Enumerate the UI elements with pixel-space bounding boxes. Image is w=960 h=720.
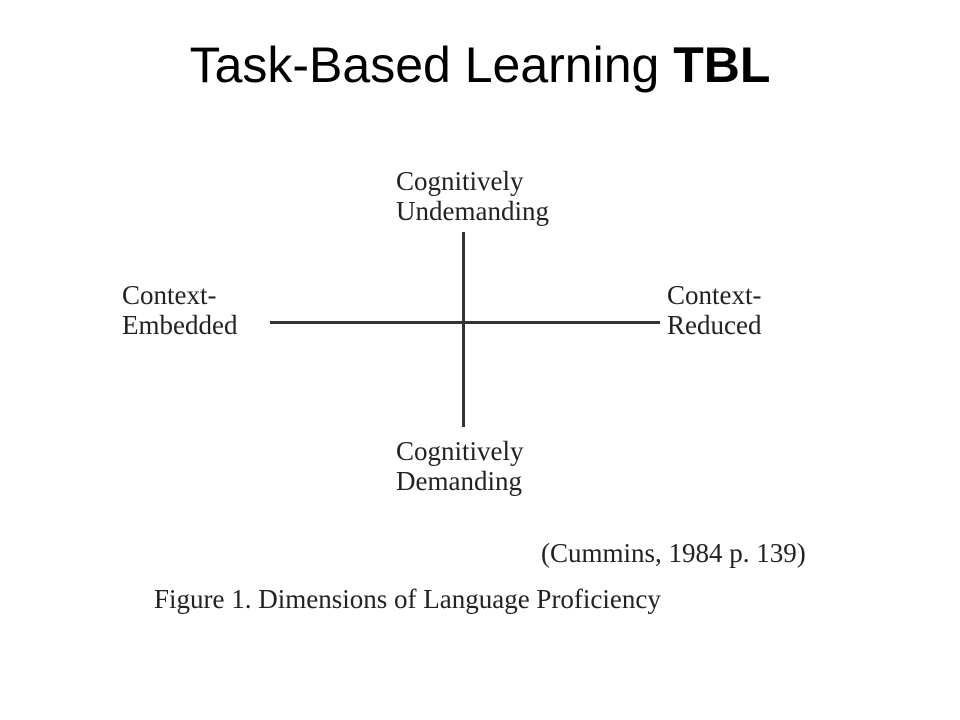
slide-title-bold: TBL (673, 37, 771, 93)
bottom-label-line-1: Cognitively (396, 436, 524, 466)
left-label: Context- Embedded (122, 280, 237, 340)
top-label-line-1: Cognitively (396, 166, 524, 196)
bottom-label: Cognitively Demanding (396, 436, 524, 496)
right-label-line-1: Context- (667, 280, 762, 310)
slide-title-regular: Task-Based Learning (189, 37, 674, 93)
right-label-line-2: Reduced (667, 310, 762, 340)
bottom-label-line-2: Demanding (396, 466, 522, 496)
horizontal-axis-line (270, 321, 660, 324)
figure-caption: Figure 1. Dimensions of Language Profici… (154, 584, 661, 614)
slide-title: Task-Based Learning TBL (0, 30, 960, 100)
right-label: Context- Reduced (667, 280, 762, 340)
left-label-line-1: Context- (122, 280, 217, 310)
top-label: Cognitively Undemanding (396, 166, 549, 226)
citation: (Cummins, 1984 p. 139) (541, 538, 806, 568)
vertical-axis-line (462, 232, 465, 427)
top-label-line-2: Undemanding (396, 196, 549, 226)
left-label-line-2: Embedded (122, 310, 238, 340)
